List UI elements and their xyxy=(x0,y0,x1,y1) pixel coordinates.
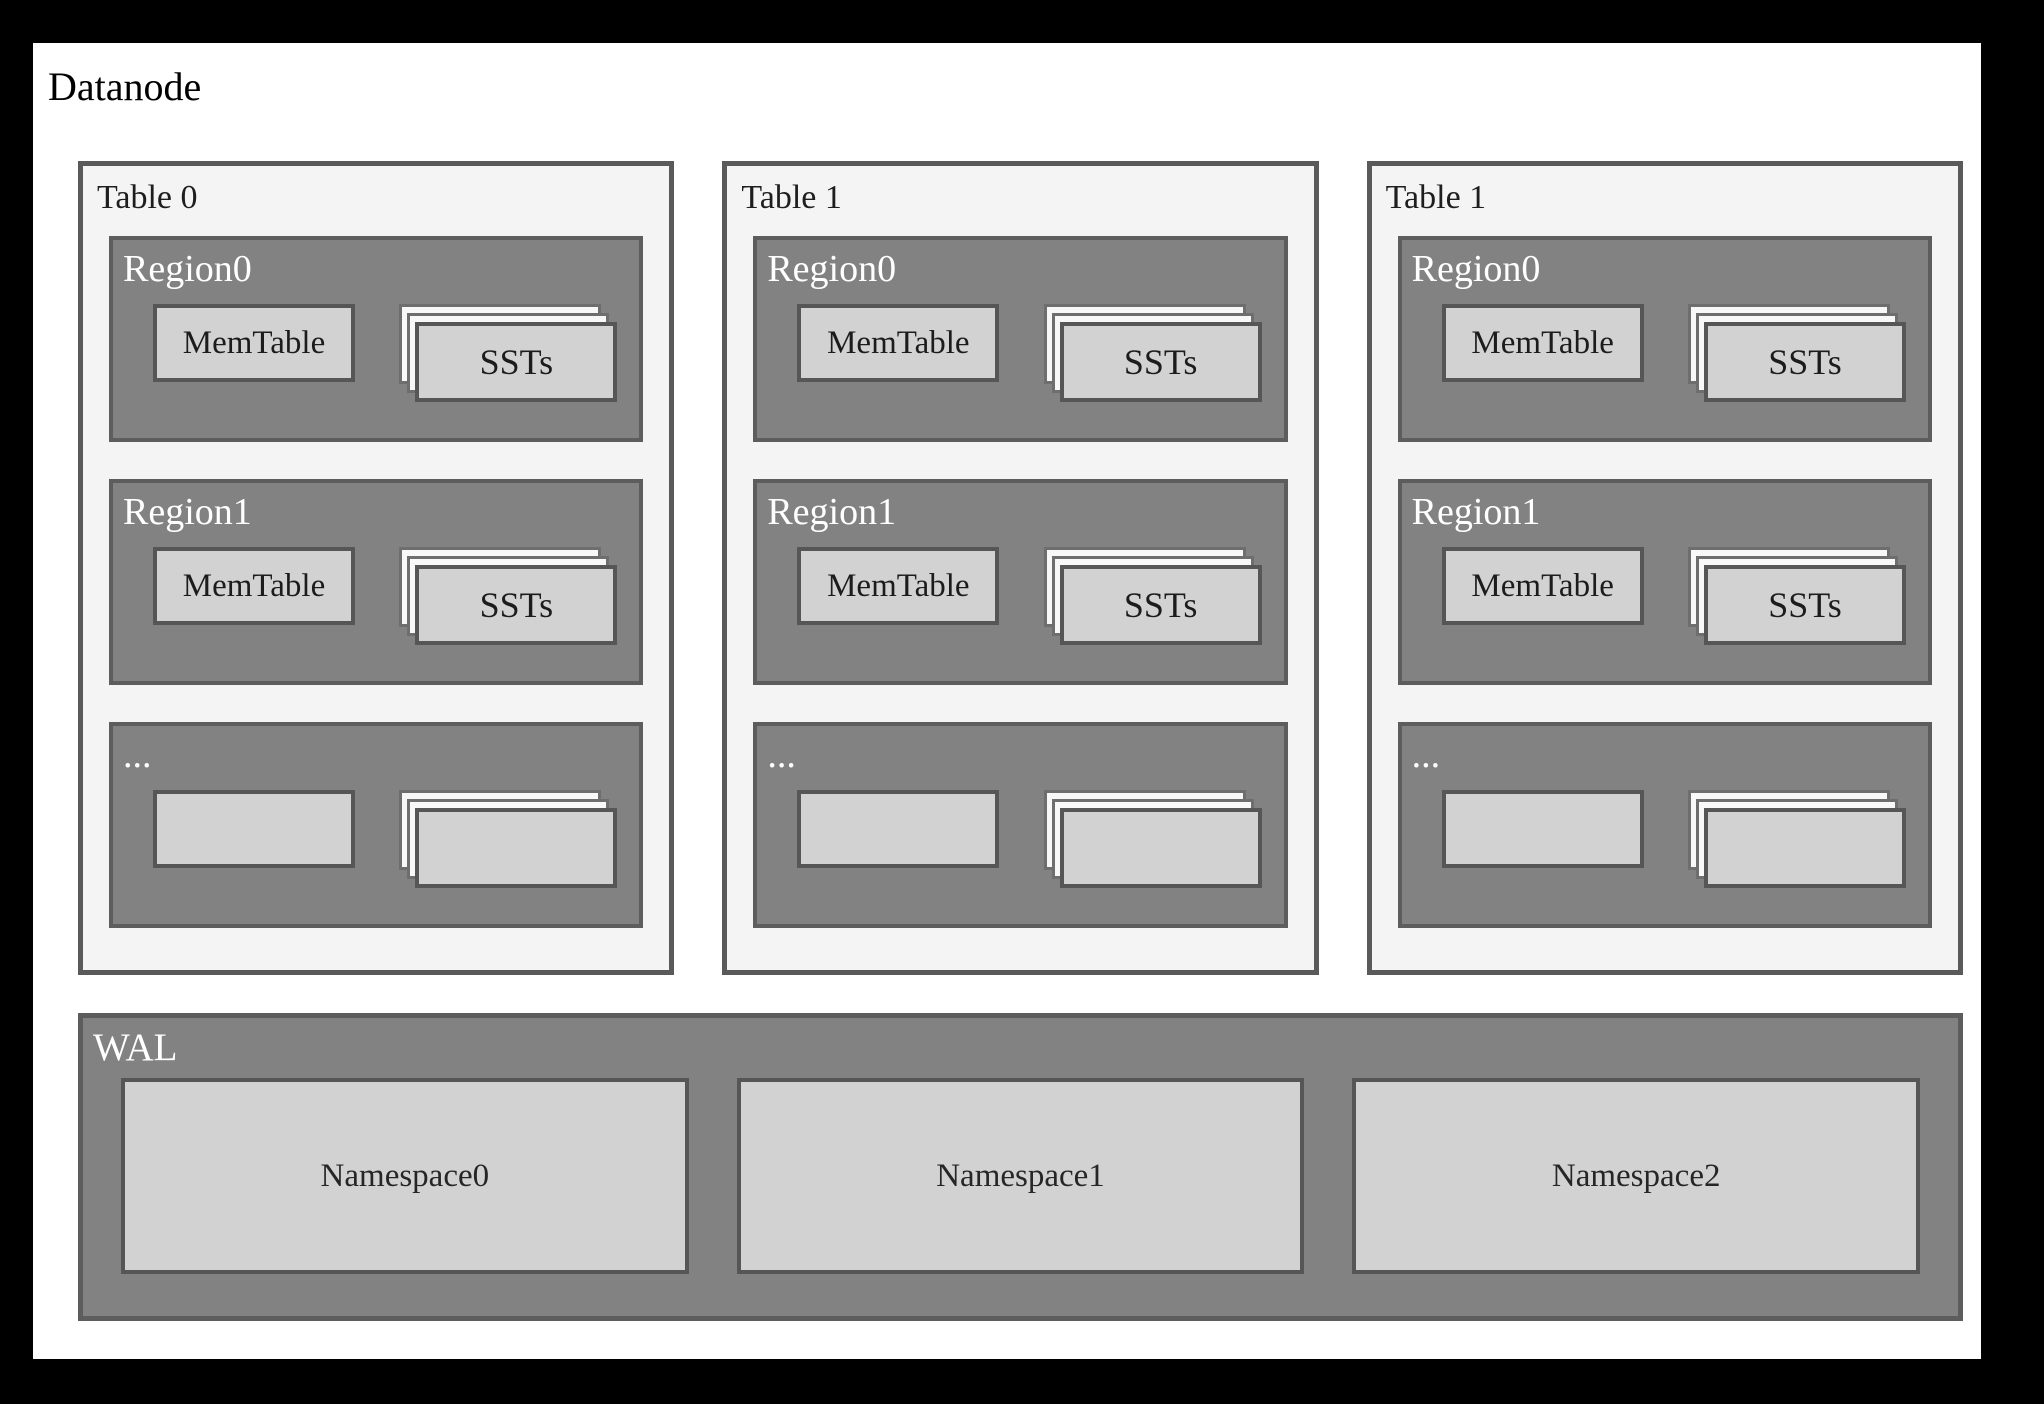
ssts-stack xyxy=(399,790,618,888)
ssts-stack xyxy=(1043,790,1262,888)
ssts-front-box: SSTs xyxy=(1059,322,1262,402)
namespace-box: Namespace2 xyxy=(1352,1078,1921,1274)
region-label: Region1 xyxy=(1411,491,1541,533)
ssts-front-box: SSTs xyxy=(1703,322,1906,402)
ssts-stack: SSTs xyxy=(1043,547,1262,645)
region-box: Region1 MemTable SSTs xyxy=(1397,479,1932,685)
memtable-box: MemTable xyxy=(153,547,355,625)
table-label: Table 1 xyxy=(1385,179,1487,216)
wal-namespaces-row: Namespace0 Namespace1 Namespace2 xyxy=(121,1078,1921,1274)
table-label: Table 0 xyxy=(97,179,198,216)
ssts-stack: SSTs xyxy=(399,547,618,645)
ssts-front-box xyxy=(1703,808,1906,888)
memtable-box: MemTable xyxy=(1441,304,1644,382)
region-label: Region0 xyxy=(1411,248,1541,290)
memtable-box: MemTable xyxy=(797,304,1000,382)
table-box-0: Table 0 Region0 MemTable SSTs Region1 xyxy=(78,161,675,975)
wal-box: WAL Namespace0 Namespace1 Namespace2 xyxy=(78,1013,1963,1321)
region-box: Region0 MemTable SSTs xyxy=(109,236,644,442)
region-label: Region1 xyxy=(123,491,252,533)
ssts-stack: SSTs xyxy=(1043,304,1262,402)
ssts-front-box: SSTs xyxy=(415,322,618,402)
region-label: ... xyxy=(1411,734,1441,776)
tables-row: Table 0 Region0 MemTable SSTs Region1 xyxy=(78,161,1963,975)
memtable-box xyxy=(1441,790,1644,868)
diagram-page: Datanode Table 0 Region0 MemTable SSTs xyxy=(33,43,1981,1359)
region-label: Region0 xyxy=(767,248,897,290)
region-box: Region0 MemTable SSTs xyxy=(753,236,1288,442)
wal-label: WAL xyxy=(93,1026,178,1069)
ssts-front-box: SSTs xyxy=(415,565,618,645)
memtable-box: MemTable xyxy=(153,304,355,382)
table-label: Table 1 xyxy=(741,179,842,216)
region-box: Region0 MemTable SSTs xyxy=(1397,236,1932,442)
table-box-2: Table 1 Region0 MemTable SSTs Region1 xyxy=(1366,161,1963,975)
ssts-front-box: SSTs xyxy=(1059,565,1262,645)
region-box-ellipsis: ... xyxy=(109,722,644,928)
region-label: ... xyxy=(767,734,796,776)
region-label: Region0 xyxy=(123,248,252,290)
region-box: Region1 MemTable SSTs xyxy=(109,479,644,685)
region-box: Region1 MemTable SSTs xyxy=(753,479,1288,685)
memtable-box: MemTable xyxy=(797,547,1000,625)
ssts-stack: SSTs xyxy=(399,304,618,402)
ssts-front-box xyxy=(1059,808,1262,888)
ssts-front-box xyxy=(415,808,618,888)
region-label: ... xyxy=(123,734,152,776)
page-title: Datanode xyxy=(48,64,202,109)
memtable-box xyxy=(153,790,355,868)
table-box-1: Table 1 Region0 MemTable SSTs Region1 xyxy=(722,161,1319,975)
memtable-box: MemTable xyxy=(1441,547,1644,625)
region-label: Region1 xyxy=(767,491,897,533)
memtable-box xyxy=(797,790,1000,868)
region-box-ellipsis: ... xyxy=(1397,722,1932,928)
namespace-box: Namespace1 xyxy=(736,1078,1305,1274)
namespace-box: Namespace0 xyxy=(121,1078,689,1274)
ssts-stack: SSTs xyxy=(1687,547,1906,645)
ssts-stack xyxy=(1687,790,1906,888)
ssts-front-box: SSTs xyxy=(1703,565,1906,645)
region-box-ellipsis: ... xyxy=(753,722,1288,928)
ssts-stack: SSTs xyxy=(1687,304,1906,402)
